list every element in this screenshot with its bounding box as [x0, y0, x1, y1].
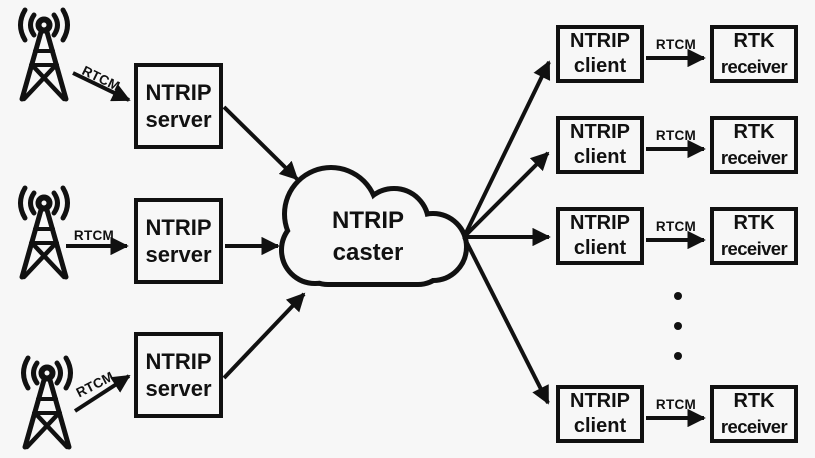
ntrip-client-box-1: NTRIP client: [556, 25, 644, 83]
arrow-server1-to-caster: [222, 105, 299, 181]
rtcm-label-client4: RTCM: [655, 397, 697, 412]
ntrip-server-label-line1: NTRIP: [145, 80, 212, 105]
rtk-receiver-label-line2: receiver: [720, 416, 788, 437]
ellipsis-dot: [674, 352, 682, 360]
antenna-icon: [21, 10, 68, 99]
ntrip-client-label-line1: NTRIP: [570, 390, 630, 412]
rtk-receiver-label-line1: RTK: [733, 30, 775, 52]
rtk-receiver-label-line1: RTK: [733, 212, 775, 234]
ntrip-server-box-1: NTRIP server: [134, 63, 223, 149]
rtk-receiver-label-line1: RTK: [733, 390, 775, 412]
ntrip-server-box-2: NTRIP server: [134, 198, 223, 284]
ellipsis-dots: [674, 292, 682, 360]
ntrip-client-label-line2: client: [573, 415, 627, 437]
rtcm-label-client3: RTCM: [655, 219, 697, 234]
rtcm-label-client1: RTCM: [655, 37, 697, 52]
antenna-icon: [24, 358, 71, 447]
arrow-antenna3-to-server3: [73, 374, 131, 413]
ellipsis-dot: [674, 292, 682, 300]
ntrip-client-label-line2: client: [573, 237, 627, 259]
ntrip-server-label-line2: server: [145, 107, 212, 132]
rtk-receiver-label-line1: RTK: [733, 121, 775, 143]
rtcm-label-antenna2: RTCM: [73, 228, 115, 243]
ntrip-client-label-line1: NTRIP: [570, 212, 630, 234]
rtk-receiver-box-4: RTK receiver: [710, 385, 798, 443]
ntrip-caster-label-line1: NTRIP: [332, 207, 404, 234]
ntrip-server-label-line2: server: [145, 242, 212, 267]
ntrip-client-box-4: NTRIP client: [556, 385, 644, 443]
arrow-antenna1-to-server1: [72, 71, 131, 102]
ntrip-client-box-3: NTRIP client: [556, 207, 644, 265]
antenna-icon: [21, 188, 68, 277]
rtk-receiver-box-2: RTK receiver: [710, 116, 798, 174]
ntrip-client-box-2: NTRIP client: [556, 116, 644, 174]
arrow-caster-to-client2: [462, 151, 550, 239]
rtk-receiver-label-line2: receiver: [720, 56, 788, 77]
ellipsis-dot: [674, 322, 682, 330]
ntrip-client-label-line1: NTRIP: [570, 30, 630, 52]
ntrip-server-box-3: NTRIP server: [134, 332, 223, 418]
ntrip-client-label-line2: client: [573, 55, 627, 77]
rtk-receiver-label-line2: receiver: [720, 238, 788, 259]
arrow-caster-to-client1: [462, 60, 551, 238]
ntrip-caster-label-line2: caster: [332, 239, 404, 266]
arrow-server3-to-caster: [222, 292, 306, 380]
ntrip-server-label-line1: NTRIP: [145, 349, 212, 374]
ntrip-client-label-line2: client: [573, 146, 627, 168]
ntrip-server-label-line2: server: [145, 376, 212, 401]
caster-cloud-shape: [279, 165, 469, 287]
rtcm-label-client2: RTCM: [655, 128, 697, 143]
ntrip-caster-label: NTRIP caster: [300, 205, 436, 269]
rtk-receiver-box-1: RTK receiver: [710, 25, 798, 83]
ntrip-server-label-line1: NTRIP: [145, 215, 212, 240]
ntrip-client-label-line1: NTRIP: [570, 121, 630, 143]
rtk-receiver-box-3: RTK receiver: [710, 207, 798, 265]
rtk-receiver-label-line2: receiver: [720, 147, 788, 168]
arrow-caster-to-client4: [462, 236, 550, 405]
